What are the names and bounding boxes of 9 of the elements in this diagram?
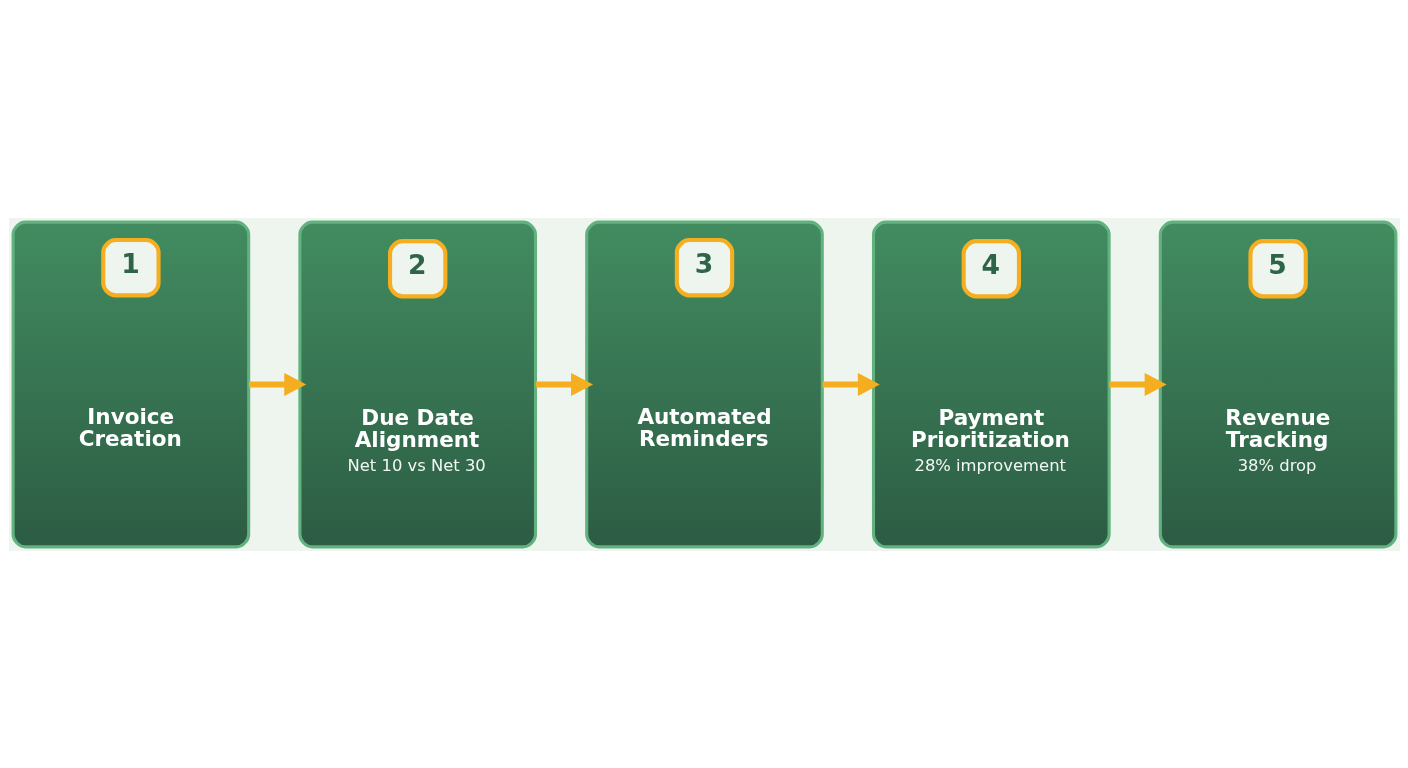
node-box: 4 Payment Prioritization 28% improvement [871, 220, 1111, 548]
arrow [822, 372, 880, 396]
node-box: 5 Revenue Tracking 38% drop [1158, 220, 1397, 548]
arrow [248, 372, 306, 396]
node-box: 3 Automated Reminders [584, 220, 824, 548]
arrow [1108, 372, 1167, 396]
arrow [535, 372, 593, 396]
node-box: 1 Invoice Creation [11, 220, 250, 548]
node-box: 2 Due Date Alignment Net 10 vs Net 30 [297, 220, 537, 548]
